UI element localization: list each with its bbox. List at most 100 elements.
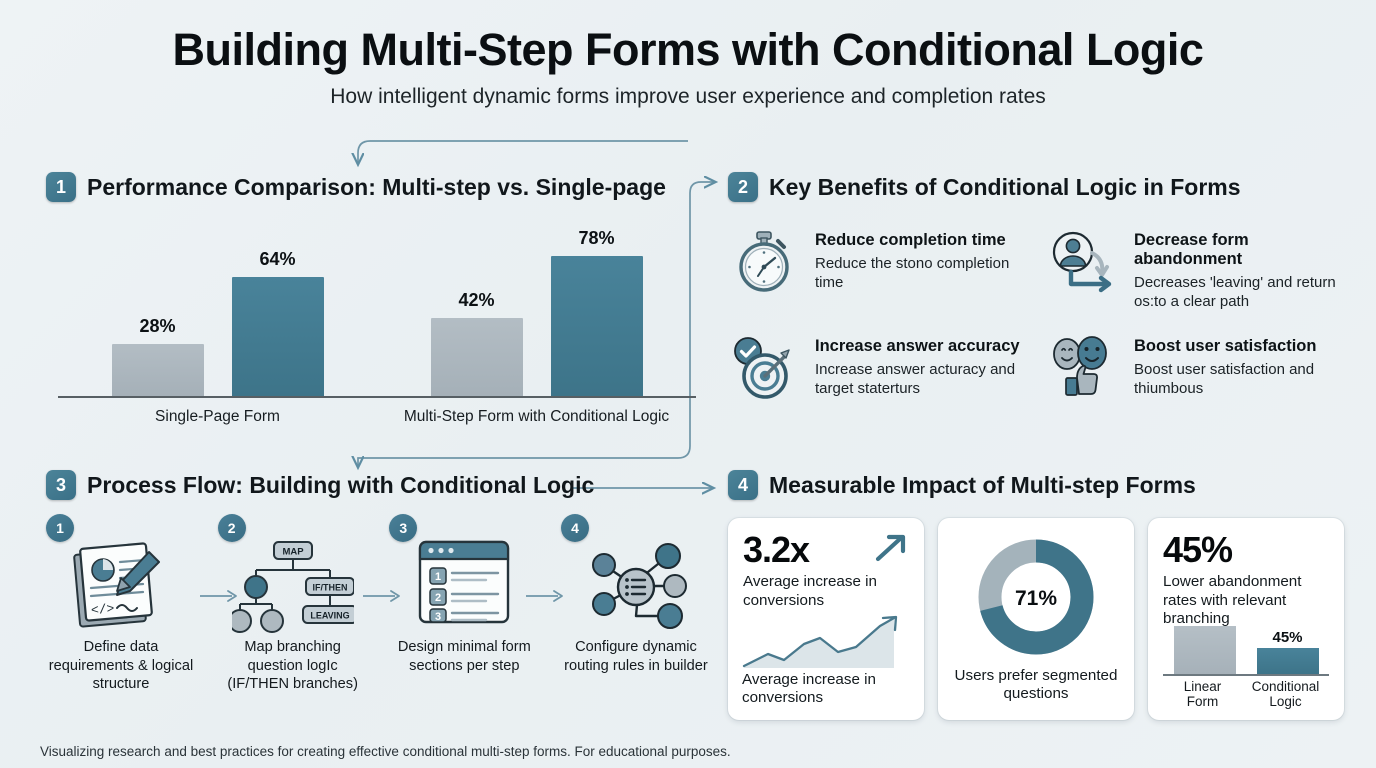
impact-card-subtitle: Average increase in conversions xyxy=(743,573,877,609)
mini-bar-conditional: 45% xyxy=(1256,629,1319,675)
flow-arrow-1-2 xyxy=(200,590,237,602)
mini-bar-label-conditional: Conditional Logic xyxy=(1251,678,1320,710)
page-title: Building Multi-Step Forms with Condition… xyxy=(172,24,1204,75)
section-3-badge: 3 xyxy=(46,470,76,500)
benefit-title: Boost user satisfaction xyxy=(1134,337,1317,356)
flow-step-4-caption: Configure dynamic routing rules in build… xyxy=(564,639,708,674)
flow-step-1: 1 </> xyxy=(46,514,196,694)
section-1-title: Performance Comparison: Multi-step vs. S… xyxy=(87,173,666,200)
form-window-icon: 1 2 3 xyxy=(419,540,510,624)
bar-value-label: 64% xyxy=(259,249,296,269)
section-key-benefits: 2 Key Benefits of Conditional Logic in F… xyxy=(728,172,1348,400)
section-performance-comparison: 1 Performance Comparison: Multi-step vs.… xyxy=(46,172,696,426)
svg-text:</>: </> xyxy=(90,601,115,618)
bar-wrap-28: 28% xyxy=(111,228,204,396)
flow-step-2-caption: Map branching question logIc (IF/THEN br… xyxy=(227,639,358,693)
bar-wrap-42: 42% xyxy=(430,228,523,396)
mini-bar-linear xyxy=(1173,626,1236,675)
form-row-number: 3 xyxy=(435,611,441,623)
bar-42 xyxy=(430,318,523,396)
section-3-heading: 3 Process Flow: Building with Conditiona… xyxy=(46,470,711,500)
impact-cards: 3.2x Average increase in conversions Ave… xyxy=(728,518,1348,720)
chart-x-labels: Single-Page Form Multi-Step Form with Co… xyxy=(58,408,696,426)
x-label-single-page: Single-Page Form xyxy=(155,408,280,425)
node-network-icon xyxy=(591,543,687,629)
bar-value-label: 42% xyxy=(458,290,495,310)
tree-label-leaving: LEAVING xyxy=(310,611,349,621)
impact-card-value: 45% xyxy=(1163,529,1233,570)
section-3-title: Process Flow: Building with Conditional … xyxy=(87,471,595,498)
bar-28 xyxy=(111,344,204,396)
section-4-heading: 4 Measurable Impact of Multi-step Forms xyxy=(728,470,1348,500)
benefit-title: Reduce completion time xyxy=(815,231,1006,249)
page-subtitle: How intelligent dynamic forms improve us… xyxy=(330,84,1046,108)
bar-groups: 28% 64% 42% 78% xyxy=(58,228,696,396)
flow-step-3-caption: Design minimal form sections per step xyxy=(397,639,531,674)
section-measurable-impact: 4 Measurable Impact of Multi-step Forms … xyxy=(728,470,1348,720)
chart-x-axis xyxy=(58,396,696,398)
mini-bar-value-label: 45% xyxy=(1272,629,1303,647)
trend-arrow-icon xyxy=(875,534,906,562)
benefit-desc: Decreases 'leaving' and return os:to a c… xyxy=(1134,274,1336,311)
benefit-desc: Reduce the stono completion time xyxy=(815,255,1010,292)
impact-card-footer: Users prefer segmented questions xyxy=(954,666,1118,703)
flow-step-1-art: </> xyxy=(46,526,196,638)
benefit-text: Reduce completion time Reduce the stono … xyxy=(815,228,1029,293)
flow-arrow-2-3 xyxy=(363,590,400,602)
section-2-badge: 2 xyxy=(728,172,758,202)
mini-bar-conditional-fill xyxy=(1256,648,1319,675)
bar-wrap-78: 78% xyxy=(550,228,643,396)
trendline-sparkline xyxy=(742,615,898,668)
bar-value-label: 78% xyxy=(578,228,615,248)
bar-group-multi-step: 42% 78% xyxy=(377,228,696,396)
user-exit-arrow-icon xyxy=(1052,231,1112,293)
x-label-multi-step: Multi-Step Form with Conditional Logic xyxy=(403,408,670,425)
flow-step-4: 4 Configu xyxy=(560,514,711,694)
section-2-heading: 2 Key Benefits of Conditional Logic in F… xyxy=(728,172,1348,202)
flow-step-2-art: MAP IF/THEN LEAVING xyxy=(218,526,368,638)
benefit-title: Increase answer accuracy xyxy=(815,337,1020,356)
impact-card-preference: 71% Users prefer segmented questions xyxy=(938,518,1134,720)
benefit-decrease-abandonment: Decrease form abandonment Decreases 'lea… xyxy=(1047,228,1348,312)
connector-to-s3 xyxy=(358,445,691,466)
section-4-badge: 4 xyxy=(728,470,758,500)
section-process-flow: 3 Process Flow: Building with Conditiona… xyxy=(46,470,711,694)
footer-note: Visualizing research and best practices … xyxy=(40,744,731,759)
mini-bar-label-linear: Linear Form xyxy=(1183,678,1222,710)
tree-label-ifthen: IF/THEN xyxy=(312,583,347,593)
flow-step-2-number: 2 xyxy=(217,514,246,542)
form-row-number: 2 xyxy=(435,592,441,604)
stopwatch-icon xyxy=(739,231,789,292)
mini-bar-linear-fill xyxy=(1173,626,1236,675)
connector-title-to-s1 xyxy=(358,140,688,163)
bar-78 xyxy=(550,256,643,396)
performance-bar-chart: 28% 64% 42% 78% xyxy=(46,228,696,426)
process-flow-steps: 1 </> xyxy=(46,514,711,694)
impact-card-subtitle: Lower abandonment rates with relevant br… xyxy=(1163,573,1302,628)
section-4-title: Measurable Impact of Multi-step Forms xyxy=(769,471,1196,498)
header: Building Multi-Step Forms with Condition… xyxy=(0,0,1376,109)
benefit-reduce-completion-time: Reduce completion time Reduce the stono … xyxy=(728,228,1029,312)
section-1-heading: 1 Performance Comparison: Multi-step vs.… xyxy=(46,172,696,202)
impact-card-footer: Average increase in conversions xyxy=(742,670,876,707)
target-check-icon xyxy=(734,337,790,399)
flow-step-4-number: 4 xyxy=(560,514,589,542)
benefits-grid: Reduce completion time Reduce the stono … xyxy=(728,228,1348,400)
flow-step-3: 3 1 2 3 xyxy=(389,514,539,694)
branching-tree-icon: MAP IF/THEN LEAVING xyxy=(231,541,354,633)
benefit-boost-satisfaction: Boost user satisfaction Boost user satis… xyxy=(1047,334,1348,400)
donut-chart: 71% xyxy=(953,534,1119,660)
bar-group-single-page: 28% 64% xyxy=(58,228,377,396)
benefit-desc: Boost user satisfaction and thiumbous xyxy=(1134,361,1315,398)
flow-step-2: 2 MAP IF/THEN LEAVING xyxy=(217,514,368,694)
benefit-text: Decrease form abandonment Decreases 'lea… xyxy=(1134,228,1348,312)
flow-step-3-number: 3 xyxy=(389,514,418,542)
bar-value-label: 28% xyxy=(139,316,176,336)
section-1-badge: 1 xyxy=(46,172,76,202)
impact-card-value: 3.2x xyxy=(743,529,810,570)
benefit-desc: Increase answer acturacy and target stat… xyxy=(815,361,1016,398)
bar-wrap-64: 64% xyxy=(231,228,324,396)
smiley-thumbsup-icon xyxy=(1053,336,1107,396)
benefit-title: Decrease form abandonment xyxy=(1134,231,1249,269)
